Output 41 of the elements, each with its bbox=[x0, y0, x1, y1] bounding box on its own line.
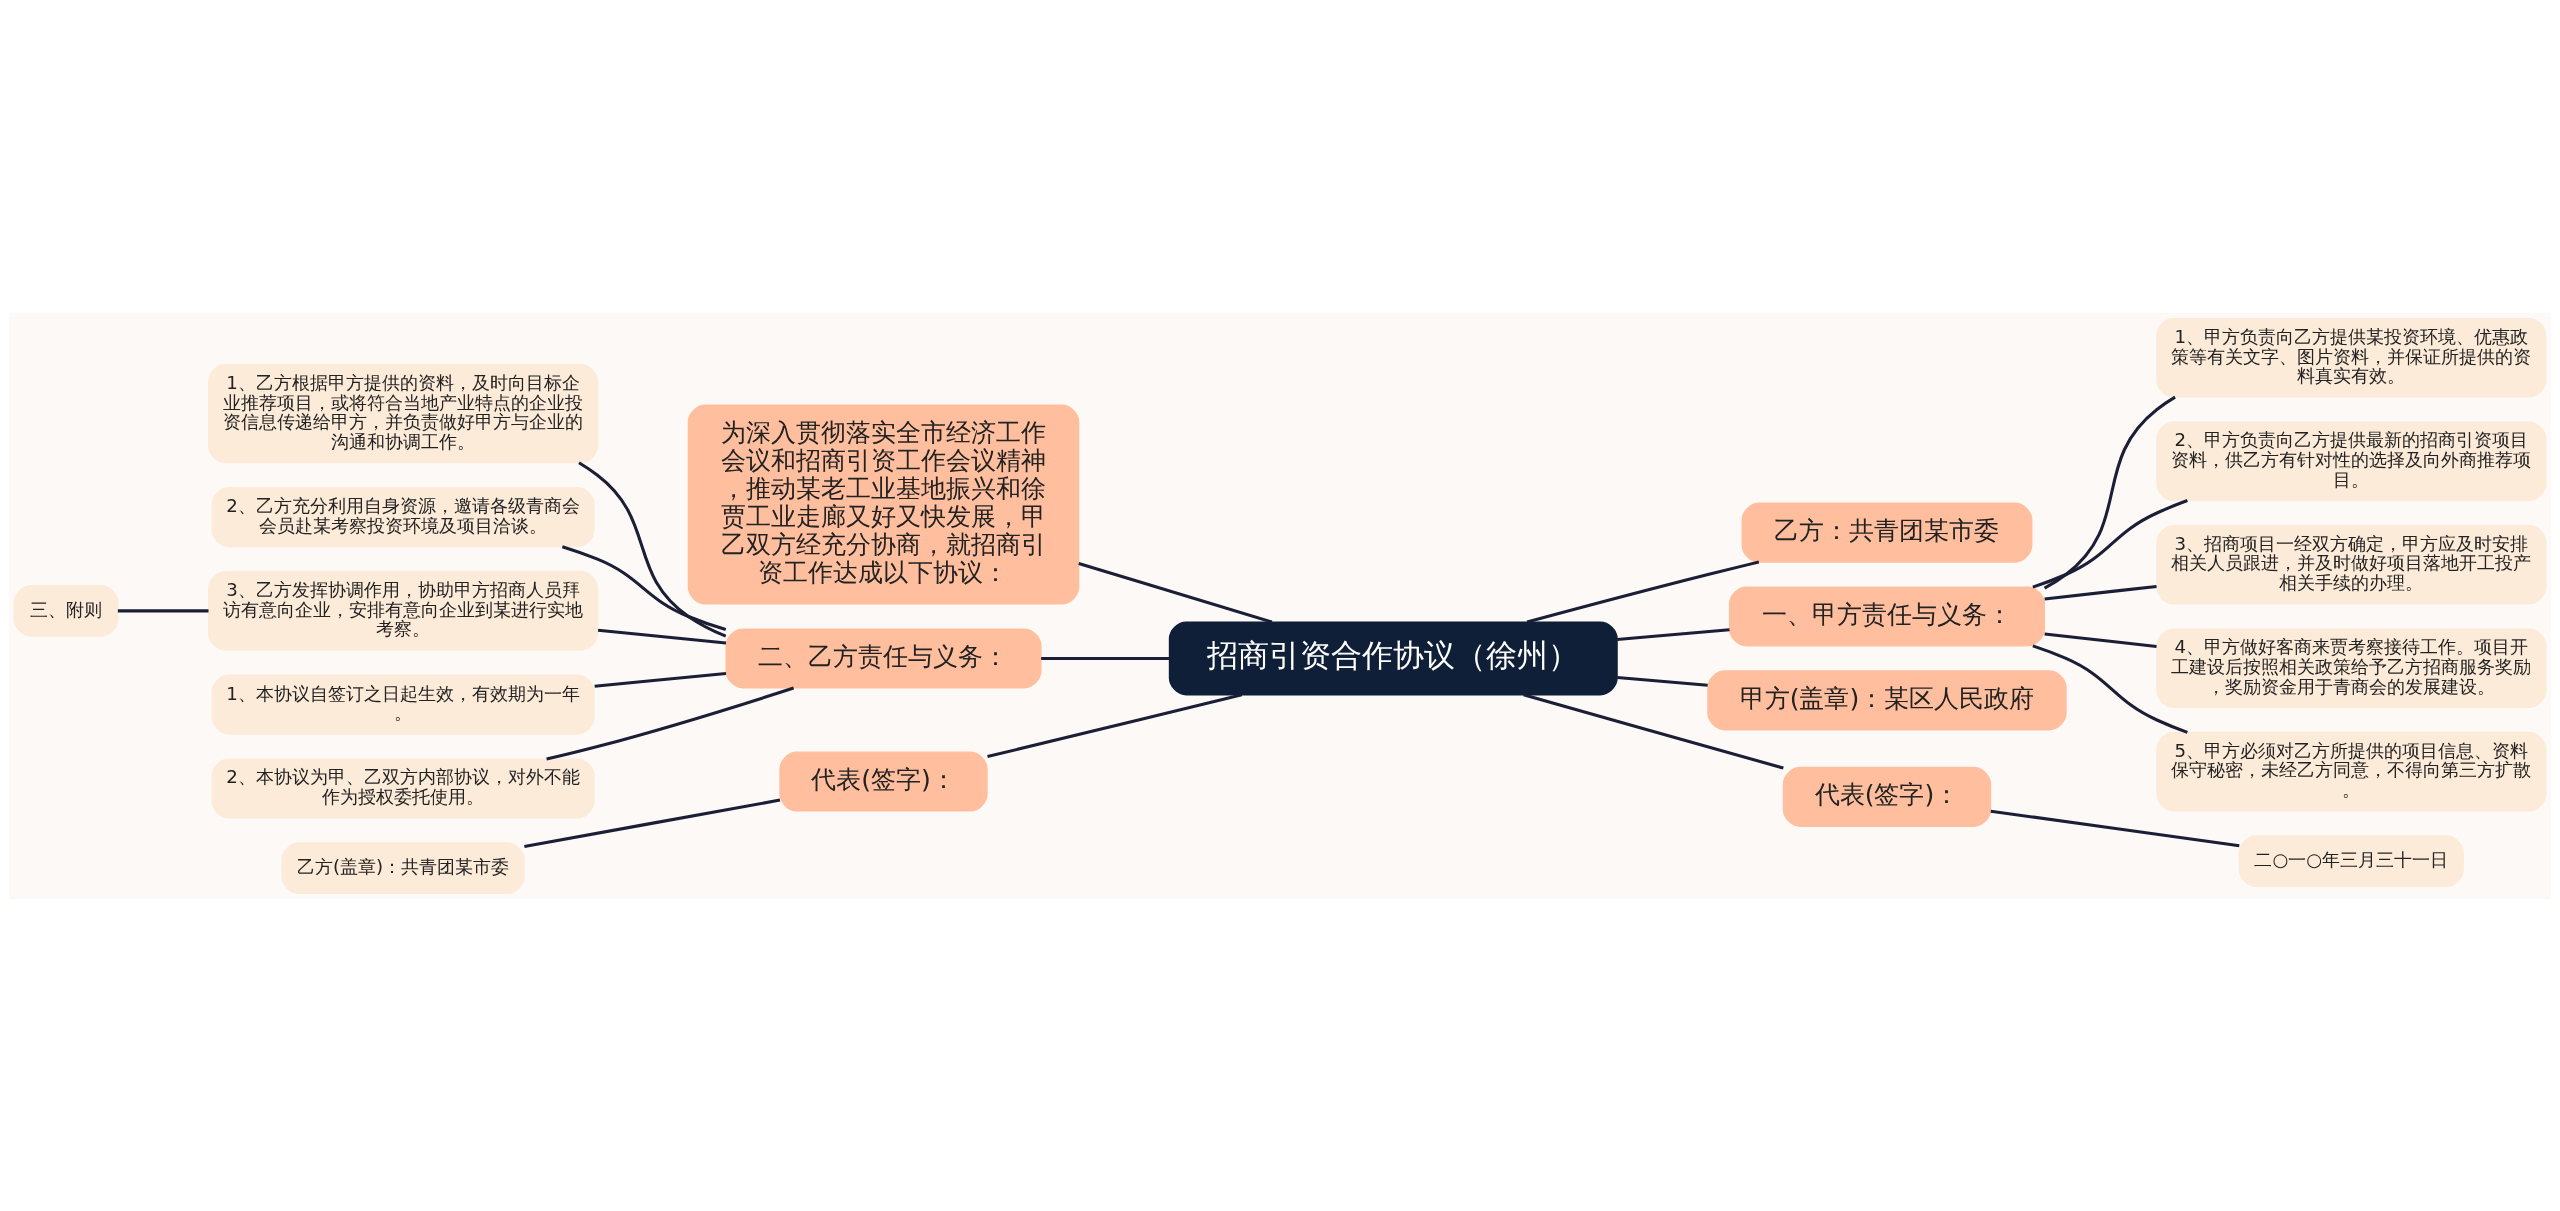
node-box: 三、附则 bbox=[13, 584, 119, 637]
connector bbox=[561, 544, 727, 631]
node-box: 4、甲方做好客商来贾考察接待工作。项目开工建设后按照相关政策给予乙方招商服务奖励，奖励资金用于青商会的发展建设。 bbox=[2156, 627, 2547, 708]
node-box: 2、本协议为甲、乙双方内部协议，对外不能作为授权委托使用。 bbox=[211, 757, 595, 819]
connector bbox=[1990, 809, 2240, 847]
connector bbox=[594, 671, 727, 688]
node-box: 1、本协议自签订之日起生效，有效期为一年。 bbox=[211, 674, 595, 735]
node-box: 1、乙方根据甲方提供的资料，及时向目标企业推荐项目，或将符合当地产业特点的企业投资信息传递给甲方，并负责做好甲方与企业的沟通和协调工作。 bbox=[208, 363, 599, 463]
node-box: 为深入贯彻落实全市经济工作会议和招商引资工作会议精神，推动某老工业基地振兴和徐贾工业走廊又好又快发展，甲乙双方经充分协商，就招商引资工作达成以下协议： bbox=[687, 404, 1080, 605]
connector bbox=[2032, 498, 2188, 589]
connector bbox=[2032, 643, 2188, 734]
node-box: 代表(签字)： bbox=[1782, 766, 1992, 827]
node-box: 一、甲方责任与义务： bbox=[1728, 585, 2045, 647]
connector bbox=[578, 460, 727, 638]
connector bbox=[987, 692, 1243, 758]
connector bbox=[1617, 627, 1730, 641]
connector bbox=[2044, 631, 2157, 648]
node-box: 甲方(盖章)：某区人民政府 bbox=[1707, 669, 2067, 730]
node-box: 招商引资合作协议（徐州） bbox=[1168, 620, 1618, 695]
connector bbox=[1041, 656, 1170, 660]
node-box: 二、乙方责任与义务： bbox=[725, 627, 1042, 689]
connector bbox=[117, 608, 209, 612]
connector bbox=[524, 798, 781, 848]
connector bbox=[1617, 675, 1708, 687]
node-box: 2、乙方充分利用自身资源，邀请各级青商会会员赴某考察投资环境及项目洽谈。 bbox=[211, 486, 595, 547]
connector bbox=[2043, 395, 2176, 589]
node-box: 3、招商项目一经双方确定，甲方应及时安排相关人员跟进，并及时做好项目落地开工投产相关手续的办理。 bbox=[2156, 524, 2547, 605]
connector bbox=[1523, 692, 1784, 770]
connector bbox=[597, 628, 727, 644]
node-box: 5、甲方必须对乙方所提供的项目信息、资料保守秘密，未经乙方同意，不得向第三方扩散。 bbox=[2156, 731, 2547, 812]
node-box: 2、甲方负责向乙方提供最新的招商引资项目资料，供乙方有针对性的选择及向外商推荐项目。 bbox=[2156, 420, 2547, 501]
node-box: 乙方：共青团某市委 bbox=[1741, 502, 2033, 563]
connector bbox=[1526, 560, 1760, 624]
node-box: 代表(签字)： bbox=[779, 750, 988, 812]
connector bbox=[2044, 584, 2157, 600]
connector bbox=[546, 686, 795, 761]
node-box: 1、甲方负责向乙方提供某投资环境、优惠政策等有关文字、图片资料，并保证所提供的资料真实有效。 bbox=[2156, 317, 2547, 398]
connector bbox=[1078, 561, 1273, 623]
node-box: 二○一○年三月三十一日 bbox=[2238, 834, 2464, 887]
node-box: 3、乙方发挥协调作用，协助甲方招商人员拜访有意向企业，安排有意向企业到某进行实地考察。 bbox=[208, 570, 599, 651]
node-box: 乙方(盖章)：共青团某市委 bbox=[281, 841, 525, 894]
